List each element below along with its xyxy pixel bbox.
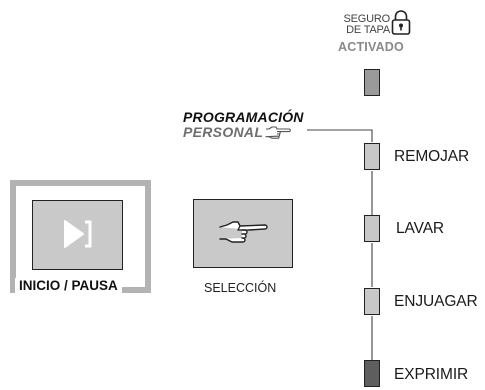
- play-pause-icon: [64, 220, 92, 249]
- lid-lock-label-line1: SEGURO: [343, 13, 391, 25]
- exprimir-indicator-light: [364, 360, 380, 387]
- lid-lock-label-line2: DE TAPA: [346, 24, 390, 36]
- selection-label: SELECCIÓN: [204, 281, 277, 295]
- enjuagar-indicator-light: [364, 288, 380, 315]
- cycle-label-enjuagar: ENJUAGAR: [394, 293, 478, 310]
- personal-program-subtitle-text: PERSONAL: [183, 124, 264, 140]
- cycle-label-remojar: REMOJAR: [394, 148, 470, 165]
- start-pause-label: INICIO / PAUSA: [15, 278, 122, 293]
- remojar-indicator-light: [364, 143, 380, 170]
- pointing-hand-icon: [219, 221, 269, 244]
- personal-program-title: PROGRAMACIÓN: [183, 109, 304, 125]
- cycle-label-lavar: LAVAR: [396, 220, 445, 237]
- lid-lock-indicator-light: [364, 69, 380, 96]
- cycle-label-exprimir: EXPRIMIR: [394, 366, 469, 383]
- lavar-indicator-light: [364, 215, 380, 242]
- padlock-icon: [391, 10, 411, 35]
- personal-program-subtitle: PERSONAL: [183, 124, 292, 140]
- start-pause-button[interactable]: [32, 200, 123, 270]
- pointing-hand-icon: [265, 126, 291, 139]
- lid-lock-status: ACTIVADO: [338, 40, 404, 54]
- lid-lock-label: SEGURO DE TAPA: [334, 13, 391, 36]
- selection-button[interactable]: [193, 199, 293, 268]
